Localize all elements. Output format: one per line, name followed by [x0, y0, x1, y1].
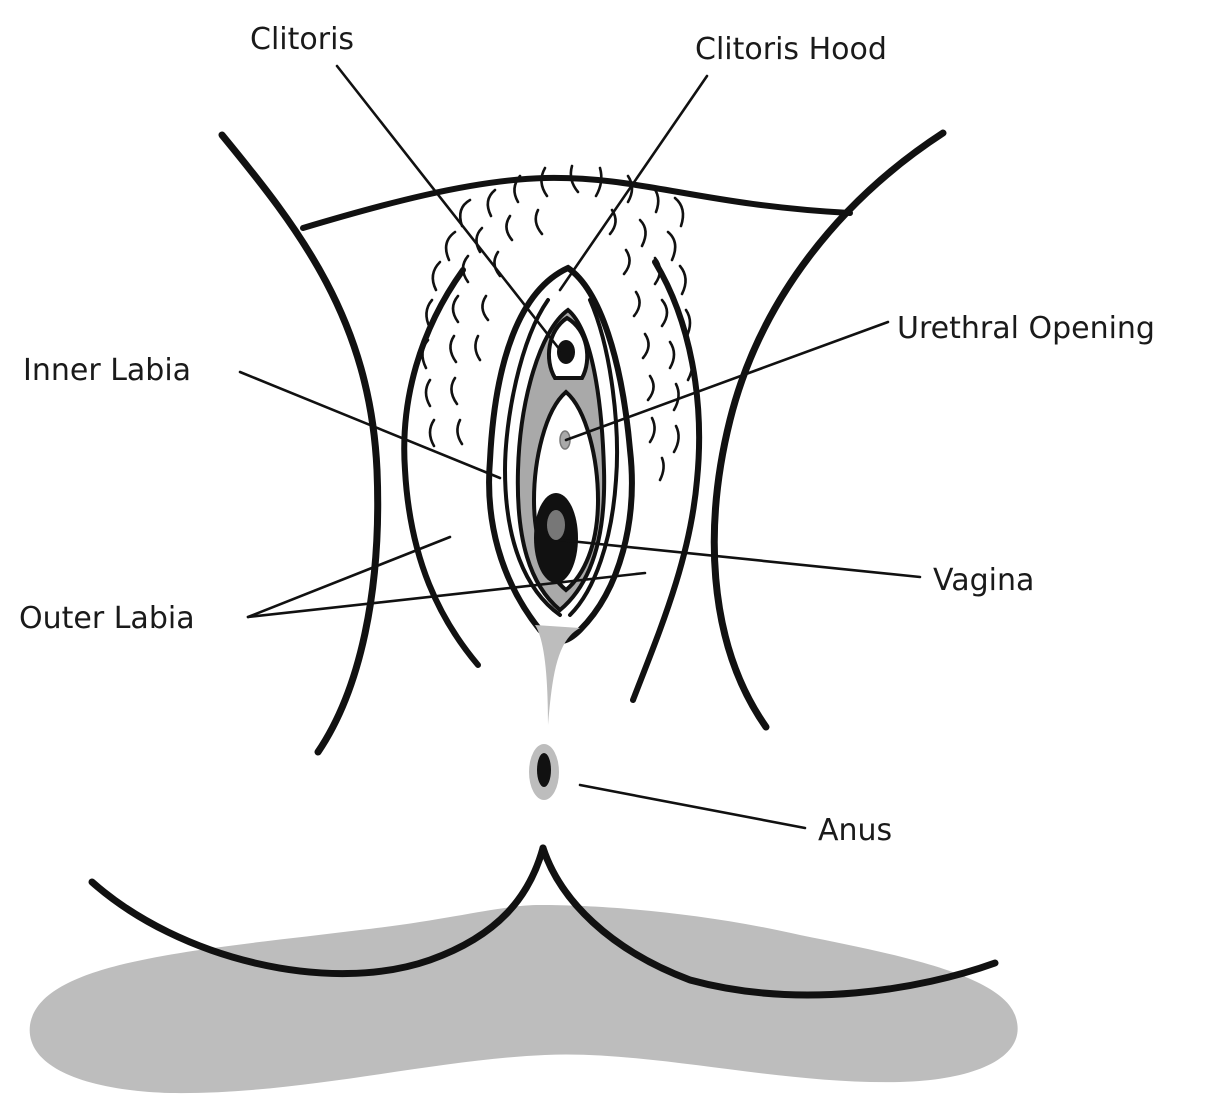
clitoris-shape	[557, 340, 575, 364]
anus-inner	[537, 753, 551, 787]
outer-labia-right-outline	[630, 259, 703, 703]
label-clitoris-hood: Clitoris Hood	[695, 32, 887, 67]
leader-clitoris	[335, 64, 562, 352]
inner-labia-fold-right	[568, 298, 619, 617]
right-buttock-outline	[539, 844, 999, 999]
leader-outer-labia-left	[246, 535, 452, 619]
label-clitoris: Clitoris	[250, 22, 354, 57]
leader-vagina	[558, 538, 922, 579]
label-inner-labia: Inner Labia	[23, 353, 191, 388]
left-thigh-outline	[218, 131, 382, 756]
vagina-opening-highlight	[547, 510, 565, 540]
label-urethral-opening: Urethral Opening	[897, 311, 1155, 346]
pubic-hair	[421, 164, 694, 482]
right-thigh-outline	[710, 129, 947, 731]
left-buttock-outline	[88, 844, 547, 978]
mons-top-outline	[300, 174, 853, 231]
leader-anus	[578, 783, 807, 830]
label-anus: Anus	[818, 813, 892, 848]
perineum-shading	[535, 625, 580, 725]
leader-inner-labia	[238, 370, 502, 480]
leader-urethral-opening	[564, 320, 890, 442]
leader-outer-labia-right	[246, 571, 647, 619]
label-vagina: Vagina	[933, 563, 1034, 598]
outer-labia-left-outline	[401, 267, 481, 668]
leader-clitoris-hood	[558, 74, 709, 292]
inner-labia-fold-left	[503, 298, 562, 617]
ground-shadow	[29, 905, 1018, 1094]
label-outer-labia: Outer Labia	[19, 601, 195, 636]
